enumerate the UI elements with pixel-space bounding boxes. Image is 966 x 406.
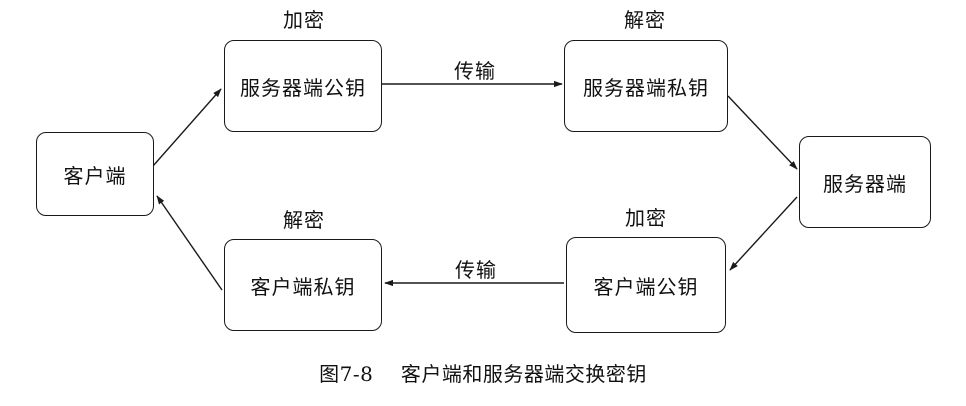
arrow-client-privkey-to-client	[156, 195, 223, 291]
figure-caption: 图7-8 客户端和服务器端交换密钥	[0, 361, 966, 387]
node-server-privkey-label: 服务器端私钥	[583, 75, 709, 100]
node-server: 服务器端	[799, 136, 931, 228]
arrow-server-privkey-to-server	[727, 95, 798, 170]
arrow-server-to-client-pubkey	[729, 196, 798, 271]
label-decrypt-top: 解密	[624, 8, 666, 32]
node-client-privkey-label: 客户端私钥	[250, 274, 356, 299]
label-transmit-top: 传输	[454, 59, 496, 83]
node-server-pubkey-label: 服务器端公钥	[240, 75, 366, 100]
label-encrypt-top: 加密	[283, 8, 325, 32]
figure-number: 图7-8	[319, 362, 374, 386]
label-decrypt-bottom: 解密	[283, 208, 325, 232]
node-client-privkey: 客户端私钥	[224, 239, 382, 331]
node-client-pubkey-label: 客户端公钥	[593, 274, 699, 299]
node-client-label: 客户端	[63, 163, 127, 188]
node-server-label: 服务器端	[823, 171, 907, 196]
node-client-pubkey: 客户端公钥	[566, 237, 726, 333]
node-client: 客户端	[36, 132, 154, 216]
node-server-pubkey: 服务器端公钥	[224, 40, 382, 132]
label-transmit-bottom: 传输	[455, 258, 497, 282]
arrow-client-to-server-pubkey	[152, 88, 222, 167]
label-encrypt-bottom: 加密	[625, 206, 667, 230]
node-server-privkey: 服务器端私钥	[564, 40, 728, 132]
figure-title: 客户端和服务器端交换密钥	[400, 362, 647, 386]
